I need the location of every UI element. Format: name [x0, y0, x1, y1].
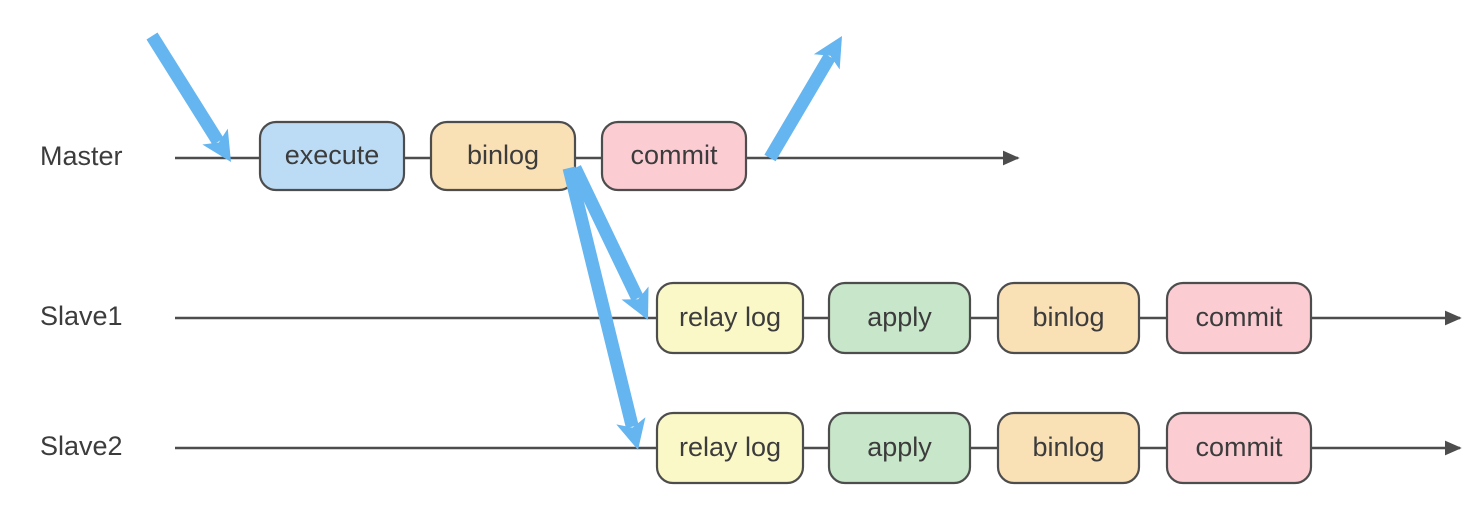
- node-slave2-binlog[interactable]: binlog: [996, 411, 1141, 485]
- node-box-slave2-commit[interactable]: [1165, 411, 1313, 485]
- node-slave2-commit[interactable]: commit: [1165, 411, 1313, 485]
- node-slave1-binlog[interactable]: binlog: [996, 281, 1141, 355]
- lane-master: Master execute binlog commit: [40, 120, 1020, 192]
- arrow-client-response-head: [813, 36, 842, 70]
- arrow-binlog-to-slave2-head: [616, 417, 646, 450]
- node-label-slave1-apply: apply: [867, 302, 932, 332]
- node-slave1-apply[interactable]: apply: [827, 281, 972, 355]
- arrow-client-request: [146, 32, 231, 162]
- lane-label-master: Master: [40, 141, 123, 171]
- node-box-master-commit[interactable]: [600, 120, 748, 192]
- node-label-slave2-binlog: binlog: [1032, 432, 1104, 462]
- lane-label-slave2: Slave2: [40, 431, 123, 461]
- node-slave1-commit[interactable]: commit: [1165, 281, 1313, 355]
- node-box-slave1-binlog[interactable]: [996, 281, 1141, 355]
- lane-label-slave1: Slave1: [40, 301, 123, 331]
- node-label-master-binlog: binlog: [467, 140, 539, 170]
- node-label-master-commit: commit: [631, 140, 718, 170]
- node-box-slave2-apply[interactable]: [827, 411, 972, 485]
- node-box-slave1-commit[interactable]: [1165, 281, 1313, 355]
- flow-arrows-layer: [146, 32, 842, 450]
- arrow-binlog-to-slave1: [569, 165, 649, 320]
- node-box-slave1-relay-log[interactable]: [655, 281, 805, 355]
- node-master-commit[interactable]: commit: [600, 120, 748, 192]
- arrow-client-response: [764, 36, 842, 162]
- node-slave1-relay-log[interactable]: relay log: [655, 281, 805, 355]
- node-slave2-relay-log[interactable]: relay log: [655, 411, 805, 485]
- arrow-binlog-to-slave2: [562, 166, 646, 450]
- node-box-slave2-binlog[interactable]: [996, 411, 1141, 485]
- lane-slave2: Slave2 relay log apply binlog commit: [40, 411, 1462, 485]
- node-label-master-execute: execute: [285, 140, 380, 170]
- lane-slave1: Slave1 relay log apply binlog commit: [40, 281, 1462, 355]
- node-label-slave1-binlog: binlog: [1032, 302, 1104, 332]
- node-label-slave1-commit: commit: [1196, 302, 1283, 332]
- node-box-slave1-apply[interactable]: [827, 281, 972, 355]
- node-master-execute[interactable]: execute: [258, 120, 406, 192]
- arrow-client-response-shaft: [764, 53, 836, 162]
- node-slave2-apply[interactable]: apply: [827, 411, 972, 485]
- node-master-binlog[interactable]: binlog: [429, 120, 577, 192]
- node-box-slave2-relay-log[interactable]: [655, 411, 805, 485]
- arrow-binlog-to-slave2-shaft: [562, 166, 639, 429]
- node-label-slave2-relay-log: relay log: [679, 432, 781, 462]
- node-label-slave1-relay-log: relay log: [679, 302, 781, 332]
- arrow-binlog-to-slave1-shaft: [569, 165, 644, 302]
- arrow-client-request-shaft: [146, 32, 224, 146]
- arrow-client-request-head: [202, 128, 231, 162]
- node-label-slave2-commit: commit: [1196, 432, 1283, 462]
- node-box-master-binlog[interactable]: [429, 120, 577, 192]
- node-label-slave2-apply: apply: [867, 432, 932, 462]
- node-box-master-execute[interactable]: [258, 120, 406, 192]
- arrow-binlog-to-slave1-head: [621, 286, 649, 320]
